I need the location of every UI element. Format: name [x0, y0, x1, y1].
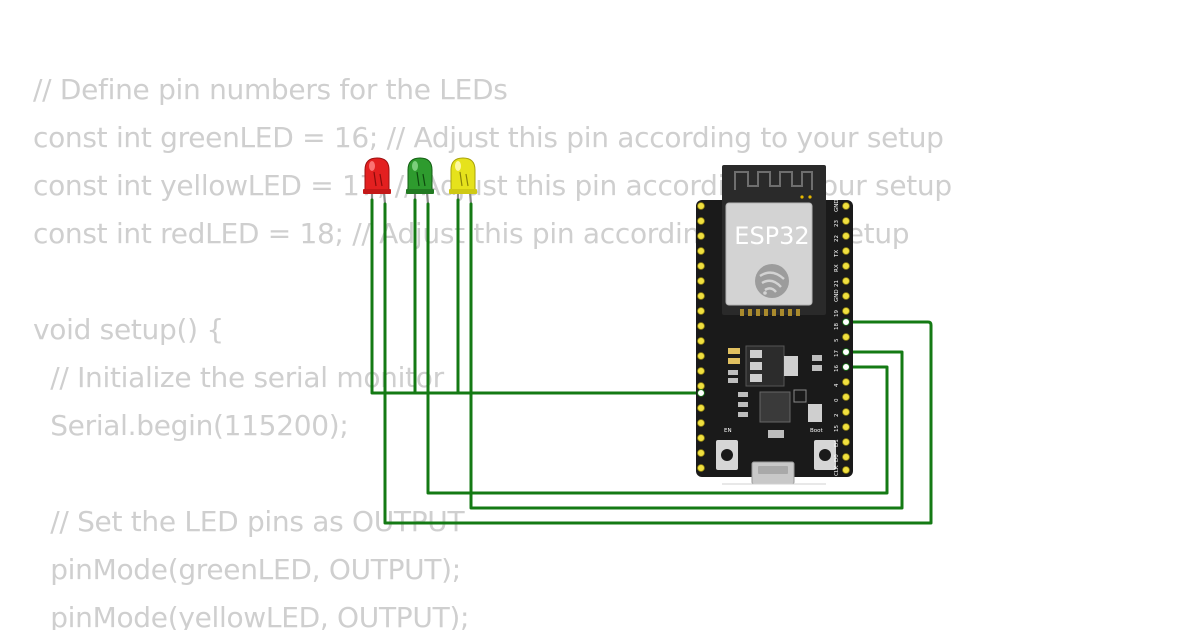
boot-button[interactable] [814, 440, 836, 470]
svg-text:D0: D0 [834, 454, 840, 462]
wire-red-gnd [370, 198, 702, 395]
en-label: EN [724, 428, 732, 434]
svg-text:CLK: CLK [834, 465, 840, 476]
code-line: // Set the LED pins as OUTPUT [33, 505, 465, 538]
esp32-board[interactable]: ESP32 [696, 165, 853, 485]
code-line: // Define pin numbers for the LEDs [33, 73, 508, 106]
svg-text:21: 21 [834, 280, 840, 287]
espressif-logo-icon [755, 264, 789, 298]
code-line: pinMode(yellowLED, OUTPUT); [33, 601, 470, 630]
wires[interactable] [370, 198, 933, 525]
wire-green-pin16 [426, 202, 889, 495]
board-name: ESP32 [734, 222, 809, 250]
right-pin-labels: GND 23 22 TX RX 21 GND 19 18 5 17 16 4 0… [834, 199, 840, 476]
svg-text:16: 16 [834, 365, 840, 372]
left-pin-header[interactable] [697, 202, 705, 472]
svg-text:5: 5 [834, 338, 840, 342]
svg-text:0: 0 [834, 398, 840, 402]
code-line: // Initialize the serial monitor [33, 361, 444, 394]
svg-text:17: 17 [834, 350, 840, 357]
wire-red-pin18 [383, 202, 933, 525]
boot-label: Boot [810, 428, 824, 434]
svg-text:15: 15 [834, 425, 840, 432]
wire-yellow-pin17 [469, 202, 904, 510]
svg-text:23: 23 [834, 220, 840, 227]
right-pin-header[interactable] [842, 202, 850, 474]
en-button[interactable] [716, 440, 738, 470]
code-line: Serial.begin(115200); [33, 409, 349, 442]
svg-text:GND: GND [834, 289, 840, 302]
code-line: pinMode(greenLED, OUTPUT); [33, 553, 461, 586]
svg-text:GND: GND [834, 199, 840, 212]
svg-text:18: 18 [834, 323, 840, 330]
svg-text:19: 19 [834, 310, 840, 317]
code-line: const int greenLED = 16; // Adjust this … [33, 121, 944, 154]
led-green[interactable] [406, 157, 434, 194]
svg-text:TX: TX [834, 250, 840, 258]
code-line: void setup() { [33, 313, 224, 346]
svg-text:4: 4 [834, 383, 840, 387]
svg-text:22: 22 [834, 235, 840, 242]
led-yellow[interactable] [449, 157, 477, 194]
svg-text:D1: D1 [834, 439, 840, 447]
svg-text:2: 2 [834, 414, 840, 418]
led-red[interactable] [363, 157, 391, 194]
svg-text:RX: RX [834, 264, 840, 272]
